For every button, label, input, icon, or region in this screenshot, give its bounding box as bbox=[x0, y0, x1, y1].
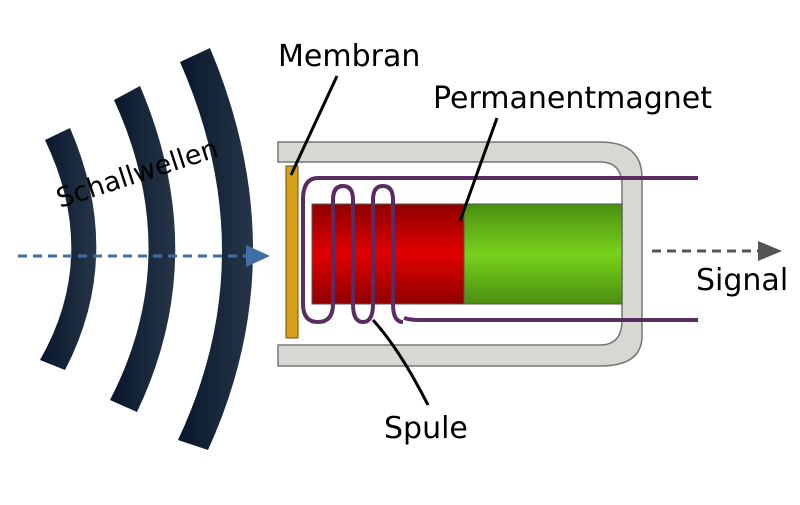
sound-wave-2 bbox=[110, 86, 176, 412]
membrane-label: Membran bbox=[278, 39, 420, 74]
coil bbox=[301, 183, 404, 325]
coil-back-1 bbox=[331, 184, 344, 201]
membrane-pointer bbox=[289, 75, 339, 176]
magnet-red bbox=[311, 203, 465, 305]
magnet-green bbox=[463, 203, 623, 305]
sound-wave-1 bbox=[40, 128, 97, 370]
coil-loop-2 bbox=[351, 183, 395, 325]
housing bbox=[277, 141, 643, 367]
sound-arrow-head bbox=[246, 245, 270, 267]
coil-lead-top bbox=[301, 176, 698, 201]
coil-loop-3 bbox=[391, 200, 404, 324]
signal-label: Signal bbox=[696, 263, 788, 298]
signal-arrow-head bbox=[758, 241, 782, 261]
coil-lead-bottom bbox=[403, 316, 698, 322]
coil-label: Spule bbox=[384, 411, 468, 446]
coil-loop-1 bbox=[301, 183, 355, 325]
magnet-pointer bbox=[458, 117, 499, 222]
membrane bbox=[285, 165, 299, 339]
sound-wave-3 bbox=[178, 48, 254, 450]
magnet-label: Permanentmagnet bbox=[433, 81, 712, 116]
coil-pointer bbox=[371, 318, 430, 406]
